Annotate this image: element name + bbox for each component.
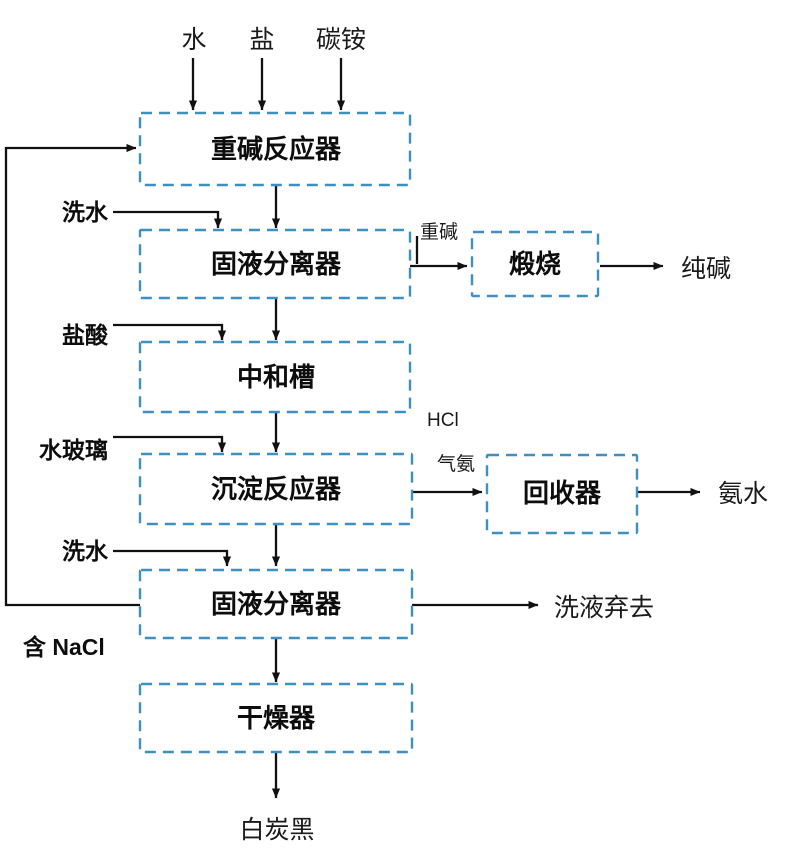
- neutralizer-box-outline: [138, 340, 412, 414]
- precipitator-box-outline: [138, 452, 414, 526]
- process-box-calciner[interactable]: 煅烧: [470, 230, 600, 298]
- edge-label-contains-nacl: 含 NaCl: [23, 634, 105, 660]
- process-box-reactor[interactable]: 重碱反应器: [138, 111, 412, 187]
- reactor-box-outline: [138, 111, 412, 187]
- edge-label-gas-ammonia: 气氨: [437, 453, 475, 475]
- edge-label-crude-soda: 重碱: [420, 221, 458, 243]
- arrow-nacl-recycle-loop: [4, 143, 140, 607]
- separator1-box-outline: [138, 228, 412, 300]
- arrow-washwater1-to-separator1: [113, 210, 223, 229]
- recovery-label: 回收器: [523, 478, 602, 508]
- process-box-recovery[interactable]: 回收器: [485, 453, 639, 535]
- output-label-waste-liquid: 洗液弃去: [554, 594, 654, 622]
- process-box-precipitator[interactable]: 沉淀反应器: [138, 452, 414, 526]
- dryer-label: 干燥器: [237, 703, 316, 733]
- separator1-label: 固液分离器: [211, 249, 342, 279]
- neutralizer-label: 中和槽: [237, 362, 315, 392]
- process-box-separator1[interactable]: 固液分离器: [138, 228, 412, 300]
- calciner-label: 煅烧: [509, 249, 561, 279]
- input-label-water: 水: [181, 26, 206, 54]
- output-label-soda-ash: 纯碱: [681, 255, 731, 283]
- recovery-box-outline: [485, 453, 639, 535]
- input-label-water-glass: 水玻璃: [39, 437, 108, 463]
- dryer-box-outline: [138, 682, 414, 754]
- process-box-separator2[interactable]: 固液分离器: [138, 568, 414, 640]
- output-label-white-carbon-black: 白炭黑: [239, 816, 314, 844]
- arrow-waterglass-to-precipitator: [113, 435, 227, 453]
- separator2-box-outline: [138, 568, 414, 640]
- arrow-hydrochloric-to-neutralizer: [113, 323, 227, 341]
- arrow-washwater2-to-separator2: [113, 549, 232, 567]
- input-label-ammonium: 碳铵: [316, 26, 366, 54]
- precipitator-label: 沉淀反应器: [211, 474, 342, 504]
- process-box-dryer[interactable]: 干燥器: [138, 682, 414, 754]
- reactor-label: 重碱反应器: [211, 134, 342, 164]
- calciner-box-outline: [470, 230, 600, 298]
- input-label-salt: 盐: [249, 26, 274, 54]
- output-label-ammonia-water: 氨水: [718, 480, 768, 508]
- input-label-washwater-2: 洗水: [62, 538, 109, 564]
- edge-label-hcl: HCl: [427, 410, 459, 431]
- input-label-washwater-1: 洗水: [62, 199, 109, 225]
- input-label-hydrochloric-acid: 盐酸: [62, 322, 109, 348]
- process-box-neutralizer[interactable]: 中和槽: [138, 340, 412, 414]
- separator2-label: 固液分离器: [211, 589, 342, 619]
